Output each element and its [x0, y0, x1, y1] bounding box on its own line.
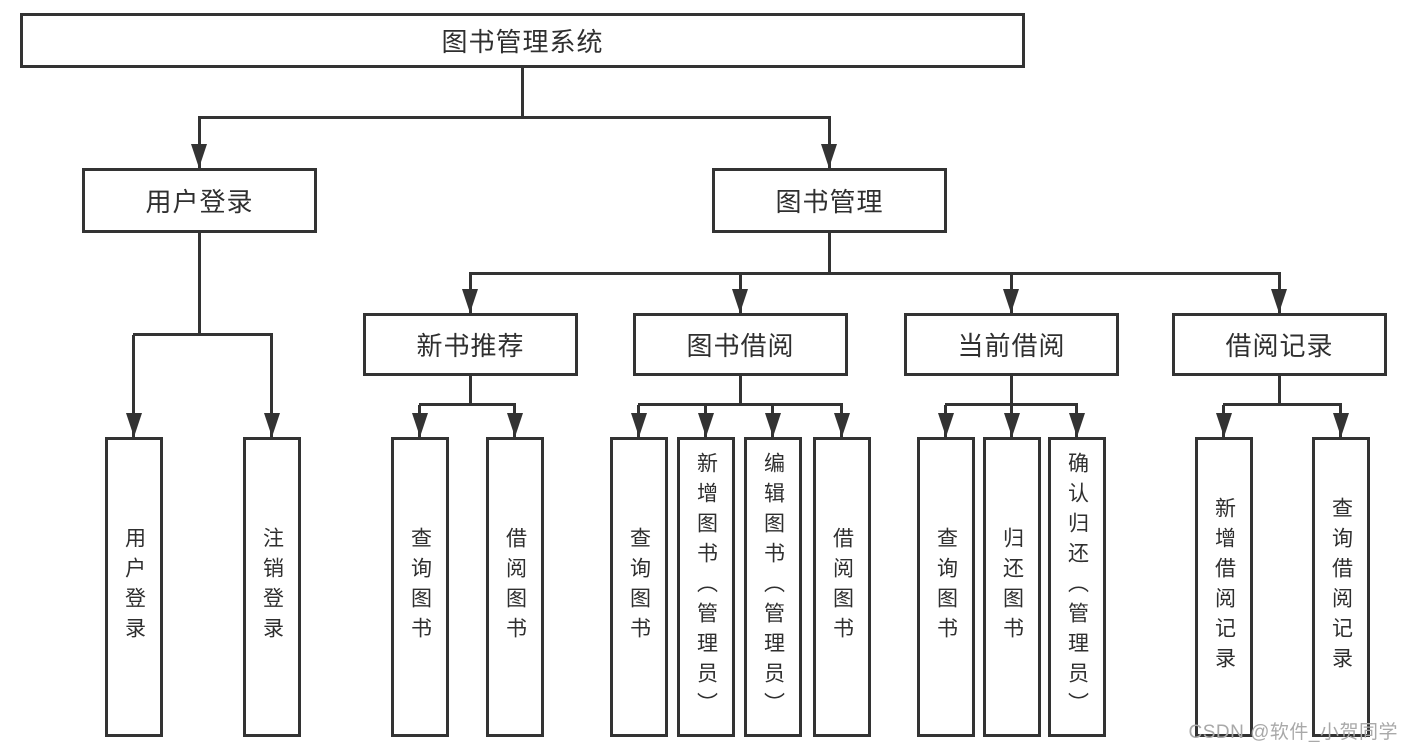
leaf-cb-confirm-return-label: 确认归还（管理员） — [1065, 452, 1089, 722]
node-new-book-recommend-label: 新书推荐 — [416, 331, 525, 361]
leaf-rec-borrow-book: 借阅图书 — [486, 437, 544, 737]
leaf-bb-edit-book: 编辑图书（管理员） — [744, 437, 802, 737]
leaf-br-add-record: 新增借阅记录 — [1195, 437, 1253, 737]
connector-user-login-rail — [133, 333, 273, 336]
leaf-bb-query-book: 查询图书 — [610, 437, 668, 737]
arrowhead-user-login — [191, 144, 207, 168]
leaf-rec-query-book: 查询图书 — [391, 437, 449, 737]
arrowhead-leaf-br-query — [1333, 413, 1349, 437]
arrowhead-borrow-records — [1271, 289, 1287, 313]
leaf-bb-borrow-book: 借阅图书 — [813, 437, 871, 737]
arrowhead-leaf-bb-borrow — [834, 413, 850, 437]
connector-book-mgmt-stem — [828, 233, 831, 274]
arrowhead-current-borrow — [1003, 289, 1019, 313]
connector-to-leaf-logout — [270, 335, 273, 437]
leaf-br-add-record-label: 新增借阅记录 — [1212, 497, 1236, 677]
leaf-user-login-label: 用户登录 — [122, 527, 146, 647]
leaf-br-query-record: 查询借阅记录 — [1312, 437, 1370, 737]
connector-book-borrow-stem — [739, 376, 742, 405]
node-user-login: 用户登录 — [82, 168, 317, 233]
arrowhead-leaf-cb-confirm — [1069, 413, 1085, 437]
node-current-borrow-label: 当前借阅 — [957, 331, 1066, 361]
node-borrow-records: 借阅记录 — [1172, 313, 1387, 376]
arrowhead-book-borrow — [732, 289, 748, 313]
leaf-cb-confirm-return: 确认归还（管理员） — [1048, 437, 1106, 737]
node-book-management: 图书管理 — [712, 168, 947, 233]
arrowhead-leaf-rec-query — [412, 413, 428, 437]
leaf-logout-label: 注销登录 — [260, 527, 284, 647]
connector-new-book-rec-rail — [419, 403, 516, 406]
arrowhead-leaf-user-login — [126, 413, 142, 437]
node-book-management-label: 图书管理 — [775, 187, 884, 217]
connector-root-stem — [521, 68, 524, 118]
arrowhead-leaf-bb-edit — [765, 413, 781, 437]
leaf-rec-borrow-book-label: 借阅图书 — [503, 527, 527, 647]
node-book-borrow: 图书借阅 — [633, 313, 848, 376]
connector-user-login-stem — [198, 233, 201, 335]
arrowhead-book-management — [821, 144, 837, 168]
leaf-cb-query-book: 查询图书 — [917, 437, 975, 737]
connector-current-borrow-rail — [945, 403, 1078, 406]
leaf-cb-return-book: 归还图书 — [983, 437, 1041, 737]
node-root: 图书管理系统 — [20, 13, 1025, 68]
arrowhead-leaf-bb-query — [631, 413, 647, 437]
arrowhead-new-book-recommend — [462, 289, 478, 313]
connector-book-borrow-rail — [638, 403, 843, 406]
leaf-rec-query-book-label: 查询图书 — [408, 527, 432, 647]
leaf-cb-query-book-label: 查询图书 — [934, 527, 958, 647]
connector-to-book-management — [828, 118, 831, 168]
node-book-borrow-label: 图书借阅 — [686, 331, 795, 361]
leaf-cb-return-book-label: 归还图书 — [1000, 527, 1024, 647]
leaf-bb-add-book: 新增图书（管理员） — [677, 437, 735, 737]
connector-to-user-login — [198, 118, 201, 168]
node-current-borrow: 当前借阅 — [904, 313, 1119, 376]
leaf-user-login: 用户登录 — [105, 437, 163, 737]
arrowhead-leaf-cb-return — [1004, 413, 1020, 437]
connector-to-leaf-user-login — [132, 335, 135, 437]
leaf-bb-add-book-label: 新增图书（管理员） — [694, 452, 718, 722]
arrowhead-leaf-logout — [264, 413, 280, 437]
arrowhead-leaf-cb-query — [938, 413, 954, 437]
connector-level2-rail — [198, 116, 831, 119]
connector-current-borrow-stem — [1010, 376, 1013, 405]
node-root-label: 图书管理系统 — [441, 27, 604, 57]
connector-level3-rail — [469, 272, 1281, 275]
leaf-br-query-record-label: 查询借阅记录 — [1329, 497, 1353, 677]
arrowhead-leaf-bb-add — [698, 413, 714, 437]
node-user-login-label: 用户登录 — [145, 187, 254, 217]
leaf-bb-edit-book-label: 编辑图书（管理员） — [761, 452, 785, 722]
leaf-logout: 注销登录 — [243, 437, 301, 737]
connector-borrow-records-stem — [1278, 376, 1281, 405]
arrowhead-leaf-rec-borrow — [507, 413, 523, 437]
arrowhead-leaf-br-add — [1216, 413, 1232, 437]
leaf-bb-query-book-label: 查询图书 — [627, 527, 651, 647]
node-new-book-recommend: 新书推荐 — [363, 313, 578, 376]
connector-new-book-rec-stem — [469, 376, 472, 405]
connector-borrow-records-rail — [1223, 403, 1342, 406]
leaf-bb-borrow-book-label: 借阅图书 — [830, 527, 854, 647]
csdn-watermark: CSDN @软件_小贺同学 — [1188, 722, 1398, 743]
node-borrow-records-label: 借阅记录 — [1225, 331, 1334, 361]
